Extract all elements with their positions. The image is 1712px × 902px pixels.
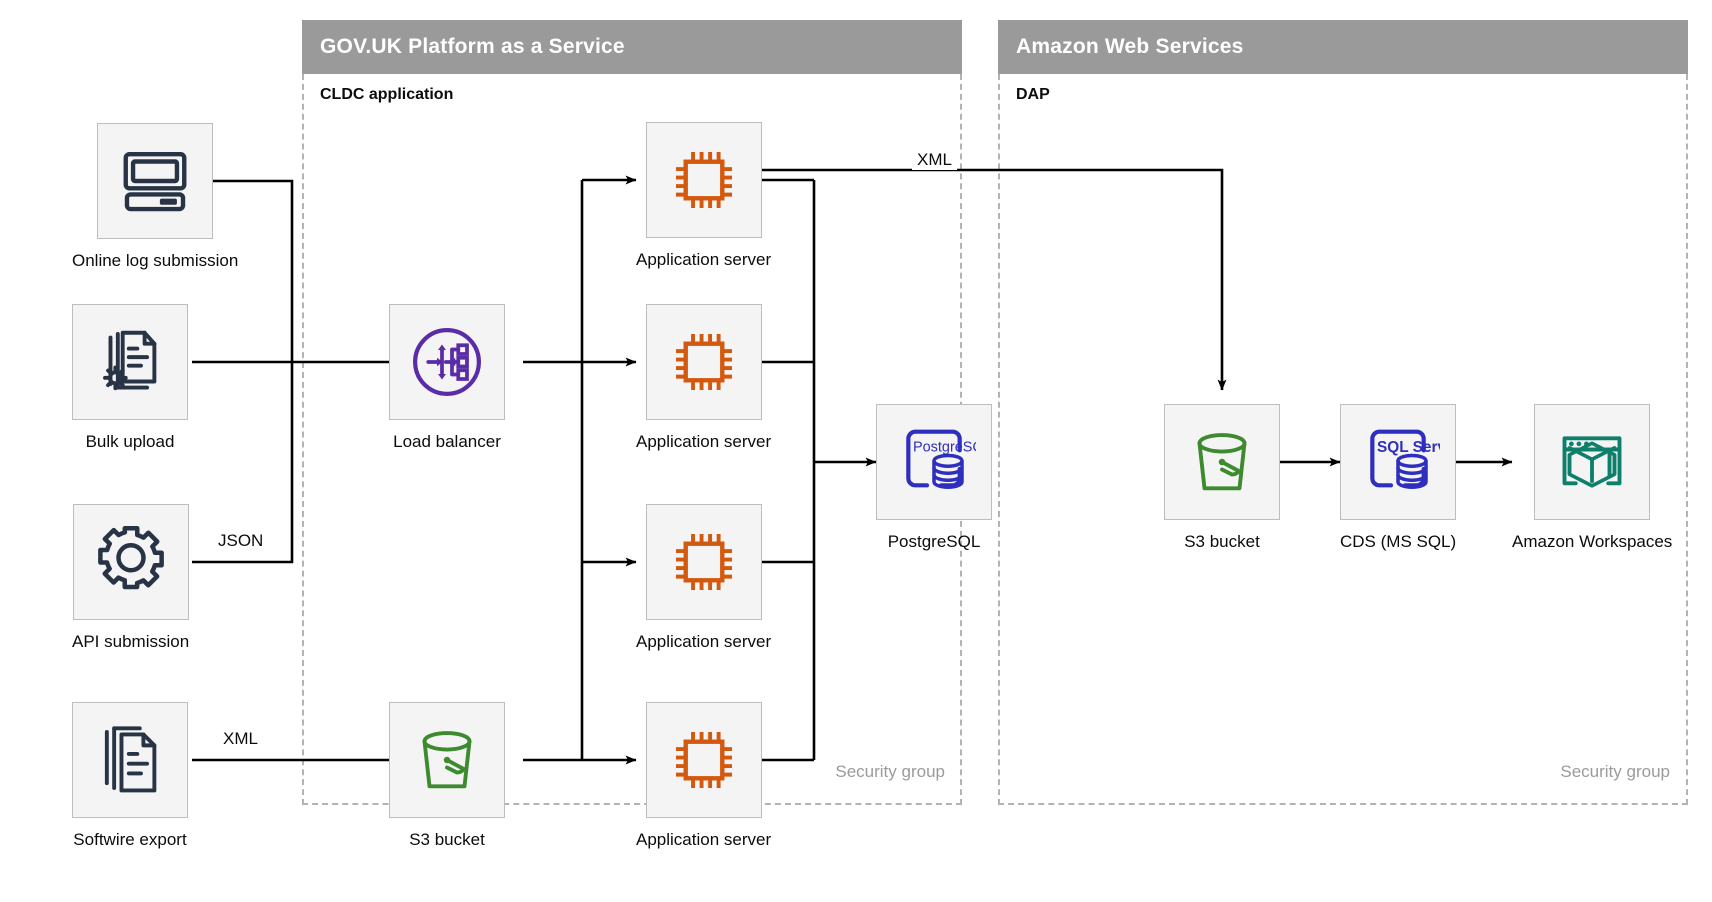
node-postgresql-box: PostgreSQL [876,404,992,520]
node-app-server-2-box [645,304,762,420]
gear-icon [97,526,164,590]
node-app-server-4-box [645,702,762,818]
computer-indicator [160,198,178,205]
s3-bucket-icon [422,731,472,789]
node-cds-ms-sql-label: CDS (MS SQL) [1340,532,1457,551]
edge-label-json: JSON [213,531,269,551]
node-postgresql[interactable]: PostgreSQL PostgreSQL [876,404,992,552]
cpu-chip-icon [675,151,732,209]
stacked-documents-icon [104,726,157,793]
zone-sublabel-dap: DAP [1016,86,1050,103]
node-cds-ms-sql-box: SQL Server [1340,404,1457,520]
cpu-chip-icon [675,533,732,591]
node-app-server-4-label: Application server [636,830,772,849]
s3-bucket-icon [1197,433,1247,491]
node-softwire-export-box [72,702,188,818]
s3-bucket-dot [443,756,451,764]
node-amazon-workspaces-box [1534,404,1651,520]
load-balancer-icon [413,328,481,396]
sql-server-icon: SQL Server [1370,429,1440,489]
node-api-submission[interactable]: API submission [72,504,189,652]
cpu-chip-icon [675,731,732,789]
zone-footnote-paas-security-group: Security group [835,762,945,781]
document-gear-icon [103,330,157,391]
node-app-server-4[interactable]: Application server [636,702,771,850]
sql-server-icon-text: SQL Server [1377,439,1440,456]
zone-sublabel-cldc-application: CLDC application [320,86,454,103]
node-bulk-upload-label: Bulk upload [85,432,175,451]
postgresql-icon: PostgreSQL [906,429,976,489]
node-app-server-3-box [645,504,762,620]
node-softwire-export[interactable]: Softwire export [72,702,188,850]
node-amazon-workspaces-label: Amazon Workspaces [1512,532,1673,551]
edge-label-xml-softwire: XML [218,729,263,749]
node-api-submission-box [72,504,189,620]
edge-label-xml-export: XML [912,150,957,170]
node-online-log-submission-label: Online log submission [72,251,239,270]
node-amazon-workspaces[interactable]: Amazon Workspaces [1512,404,1672,552]
desktop-computer-icon [123,151,187,212]
workspaces-icon [1562,436,1622,488]
node-s3-bucket-aws-label: S3 bucket [1184,532,1260,551]
node-s3-bucket-aws-box [1164,404,1280,520]
node-softwire-export-label: Softwire export [73,830,187,849]
postgresql-icon-text: PostgreSQL [913,440,976,456]
node-load-balancer-box [389,304,505,420]
node-s3-bucket-paas-label: S3 bucket [409,830,485,849]
zone-header-paas-label: GOV.UK Platform as a Service [320,35,625,58]
zone-header-aws: Amazon Web Services [998,20,1688,74]
node-postgresql-label: PostgreSQL [887,532,981,551]
node-bulk-upload-box [72,304,188,420]
zone-header-paas: GOV.UK Platform as a Service [302,20,962,74]
node-api-submission-label: API submission [72,632,190,651]
cpu-chip-icon [675,333,732,391]
node-app-server-3[interactable]: Application server [636,504,771,652]
node-s3-bucket-aws[interactable]: S3 bucket [1164,404,1280,552]
node-s3-bucket-paas-box [389,702,505,818]
node-app-server-2[interactable]: Application server [636,304,771,452]
node-app-server-1[interactable]: Application server [636,122,771,270]
node-app-server-3-label: Application server [636,632,772,651]
node-load-balancer-label: Load balancer [393,432,501,451]
node-s3-bucket-paas[interactable]: S3 bucket [389,702,505,850]
node-online-log-submission[interactable]: Online log submission [72,123,238,271]
node-online-log-submission-box [97,123,214,239]
node-load-balancer[interactable]: Load balancer [389,304,505,452]
node-app-server-2-label: Application server [636,432,772,451]
node-app-server-1-label: Application server [636,250,772,269]
zone-header-aws-label: Amazon Web Services [1016,35,1244,58]
node-cds-ms-sql[interactable]: SQL Server CDS (MS SQL) [1340,404,1456,552]
node-app-server-1-box [645,122,762,238]
s3-bucket-dot [1218,458,1226,466]
node-bulk-upload[interactable]: Bulk upload [72,304,188,452]
zone-footnote-aws-security-group: Security group [1560,762,1670,781]
zone-body-aws [998,74,1688,805]
